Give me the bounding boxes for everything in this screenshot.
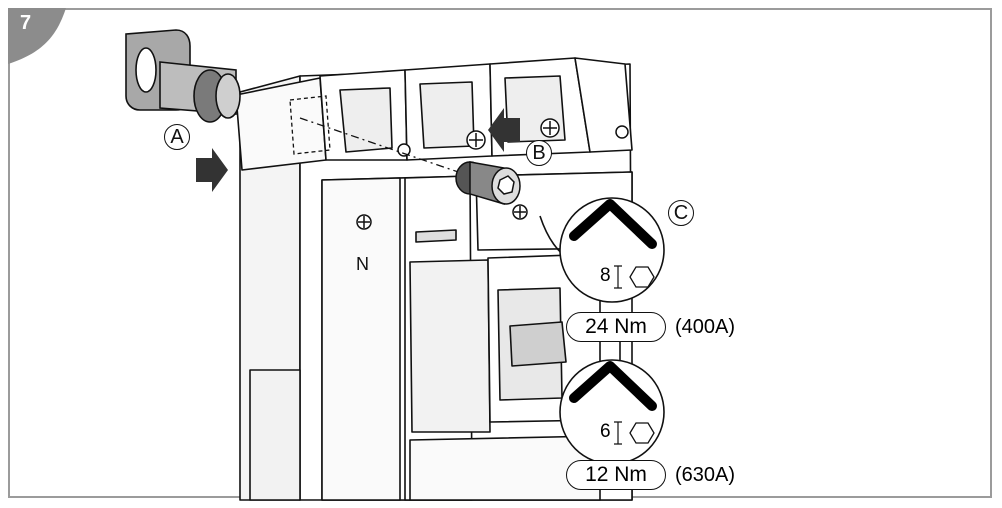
neutral-label: N [356,254,369,274]
step-tab [8,8,66,64]
hex-size-630a: 6 [600,421,611,442]
hex-icon [629,266,655,288]
torque-400a: 24 Nm [566,312,666,342]
rating-630a: (630A) [675,464,736,486]
hex-key-icon [569,199,657,249]
rating-400a: (400A) [675,316,736,338]
callout-b: B [526,140,552,166]
step-number: 7 [20,12,32,34]
hex-icon [629,422,655,444]
hex-key-icon [569,361,657,411]
hex-key-bubble-630a [559,359,665,465]
hex-size-400a: 8 [600,265,611,286]
torque-630a: 12 Nm [566,460,666,490]
callout-c: C [668,200,694,226]
callout-a: A [164,124,190,150]
